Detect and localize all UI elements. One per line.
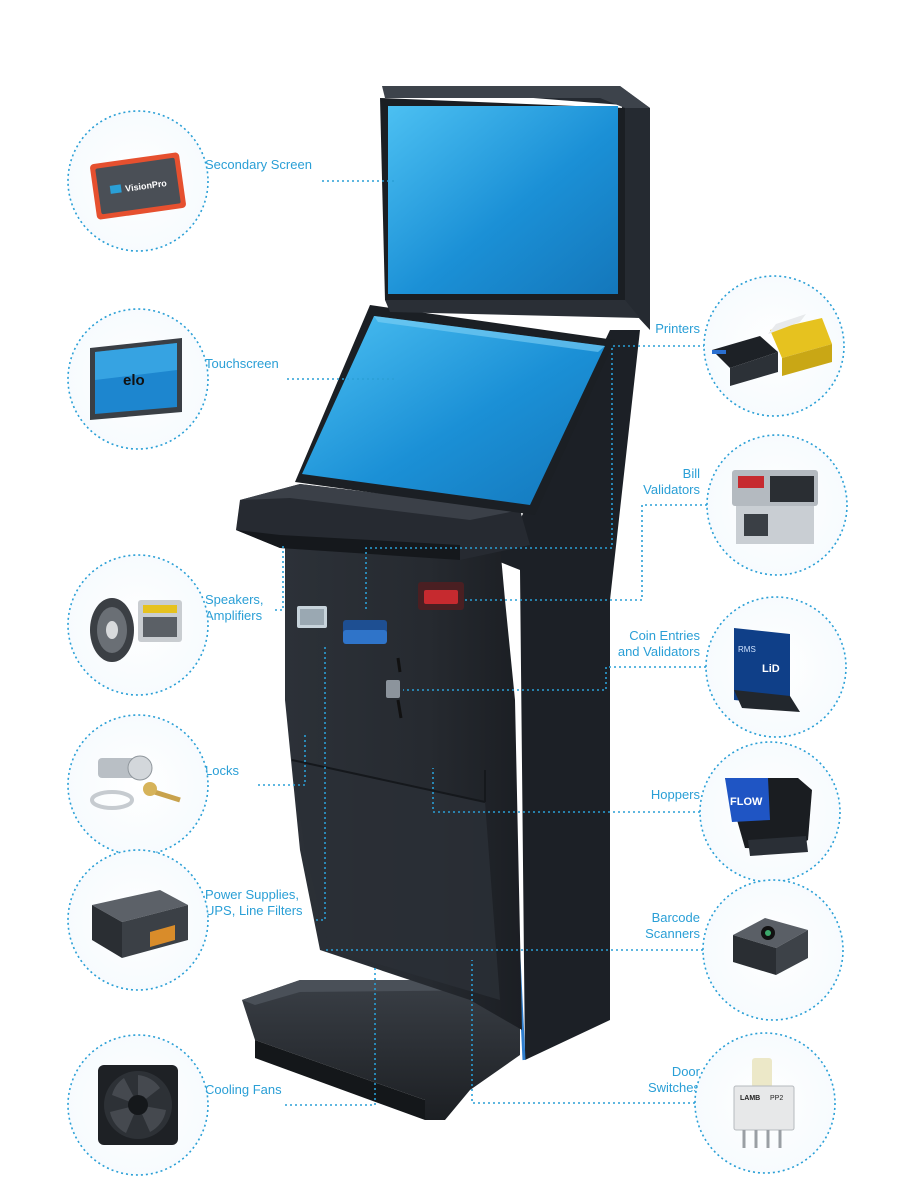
bubble-hoppers: FLOW [699, 741, 841, 883]
coin-brand-lid: LiD [762, 663, 780, 675]
coin-entry-slot [386, 680, 400, 698]
leader-lines [258, 180, 707, 1106]
leader-printers [365, 345, 705, 610]
bubble-door: LAMB PP2 [694, 1032, 836, 1174]
switch-mark-lamb: LAMB [740, 1095, 760, 1102]
leader-cooling [285, 965, 376, 1106]
bubble-power [67, 849, 209, 991]
bubble-secondary-screen: VisionPro [67, 110, 209, 252]
leader-coin [403, 666, 706, 691]
bubble-barcode [702, 879, 844, 1021]
cooling-fan-icon [98, 1065, 178, 1145]
label-speakers-amplifiers: Speakers,Amplifiers [205, 592, 264, 623]
label-printers: Printers [655, 321, 700, 336]
kiosk-lower-door [292, 760, 500, 1000]
topper-top [382, 86, 650, 108]
leader-locks [258, 735, 306, 786]
door-switch-icon: LAMB PP2 [733, 1058, 795, 1148]
label-touchscreen: Touchscreen [205, 356, 279, 371]
bubble-speakers [67, 554, 209, 696]
bubble-coin: RMS LiD [705, 596, 847, 738]
kiosk-base [242, 980, 520, 1120]
kiosk-cabinet [236, 86, 650, 1120]
barcode-scanner-icon [733, 918, 808, 975]
power-supply-icon [92, 890, 188, 958]
cam-lock-keys-icon [90, 755, 181, 810]
hopper-brand-flow: FLOW [730, 796, 763, 808]
bubble-touchscreen: elo [67, 308, 209, 450]
bubble-printers [703, 275, 845, 417]
secondary-screen-display [388, 106, 618, 294]
coin-hopper-icon: FLOW [725, 778, 812, 856]
label-power-supplies: Power Supplies,UPS, Line Filters [205, 887, 303, 918]
coin-validator-icon: RMS LiD [734, 628, 800, 712]
bubble-cooling [67, 1034, 209, 1176]
speaker-amplifier-icon [90, 598, 182, 662]
leader-speakers [275, 545, 284, 611]
printer-slot [343, 620, 387, 644]
ticket-printer-icon [712, 314, 832, 386]
label-secondary-screen: Secondary Screen [205, 157, 312, 172]
bubble-locks [67, 714, 209, 856]
bubble-bill-validators [706, 434, 848, 576]
switch-mark-pp2: PP2 [770, 1095, 783, 1102]
bill-validator-icon [732, 470, 818, 544]
elo-touch-monitor-icon: elo [90, 338, 182, 420]
leader-hoppers [432, 768, 700, 813]
coin-brand-rms: RMS [738, 645, 756, 654]
touchscreen-display [302, 316, 605, 505]
label-locks: Locks [205, 763, 239, 778]
label-hoppers: Hoppers [650, 787, 700, 802]
elo-brand: elo [123, 372, 145, 389]
label-cooling-fans: Cooling Fans [205, 1082, 282, 1097]
vision-pro-monitor-icon: VisionPro [90, 152, 186, 220]
